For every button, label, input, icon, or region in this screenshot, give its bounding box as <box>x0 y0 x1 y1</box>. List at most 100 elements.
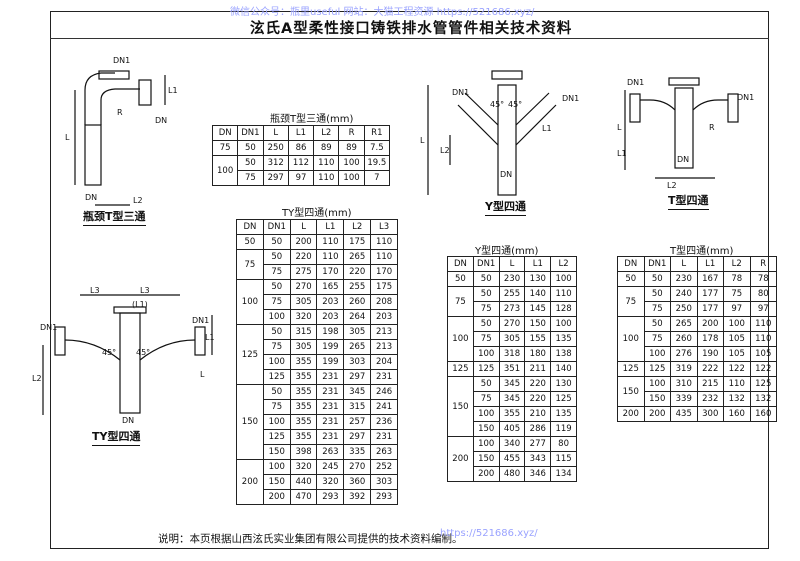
table-cell: 180 <box>524 346 552 362</box>
l1-label: L1 <box>205 333 215 342</box>
table-cell: 112 <box>287 155 315 171</box>
table-cell: 132 <box>723 391 751 407</box>
table-cell: 50 <box>262 324 291 340</box>
table-cell: 320 <box>316 474 345 490</box>
r-label: R <box>117 108 123 117</box>
dn-cell: 75 <box>617 286 645 317</box>
table-cell: 480 <box>498 466 526 482</box>
table-cell: 110 <box>370 234 398 250</box>
table-cell: 250 <box>262 140 289 156</box>
table-cell: 293 <box>316 489 345 505</box>
table-cell: 355 <box>289 369 318 385</box>
table-cell: 177 <box>696 301 724 317</box>
table-cell: 199 <box>316 354 345 370</box>
table-cell: 241 <box>370 399 398 415</box>
dn-cell: 125 <box>617 361 645 377</box>
neck-tee-caption: 瓶颈T型三通 <box>83 208 146 226</box>
table-cell: 303 <box>370 474 398 490</box>
dn-cell: 75 <box>211 140 239 156</box>
header-cell: DN1 <box>262 219 291 235</box>
header-cell: DN1 <box>472 256 500 272</box>
table-cell: 100 <box>550 271 577 287</box>
table-cell: 75 <box>262 399 291 415</box>
l2-label: L2 <box>440 146 450 155</box>
table-cell: 273 <box>498 301 526 317</box>
table-cell: 265 <box>670 316 698 332</box>
table-cell: 100 <box>643 376 671 392</box>
table-cell: 100 <box>550 316 577 332</box>
table-cell: 200 <box>643 406 671 422</box>
header-cell: DN1 <box>643 256 671 272</box>
header-cell: L <box>262 125 289 141</box>
table-cell: 125 <box>749 376 777 392</box>
table-cell: 260 <box>670 331 698 347</box>
header-cell: L2 <box>343 219 372 235</box>
table-cell: 204 <box>370 354 398 370</box>
table-cell: 200 <box>262 489 291 505</box>
table-cell: 89 <box>338 140 365 156</box>
table-cell: 100 <box>262 354 291 370</box>
table-cell: 78 <box>749 271 777 287</box>
table-cell: 232 <box>696 391 724 407</box>
table-cell: 160 <box>749 406 777 422</box>
table-cell: 339 <box>670 391 698 407</box>
table-cell: 75 <box>472 301 500 317</box>
table-cell: 50 <box>262 279 291 295</box>
dn-cell: 75 <box>236 249 264 280</box>
table-cell: 203 <box>370 309 398 325</box>
table-cell: 305 <box>289 339 318 355</box>
table-cell: 75 <box>472 331 500 347</box>
table-cell: 231 <box>316 369 345 385</box>
table-cell: 100 <box>338 155 365 171</box>
dn-cell: 200 <box>617 406 645 422</box>
table-cell: 303 <box>343 354 372 370</box>
dn-label: DN <box>155 116 167 125</box>
table-header-row: DN DN1 L L1 L2 R R1 <box>211 125 391 141</box>
table-cell: 75 <box>262 294 291 310</box>
watermark-top: 微信公众号：瓶里useful 网站：大猫工程资源 https://521686.… <box>230 7 535 18</box>
table-cell: 170 <box>316 264 345 280</box>
angle-left-label: 45° <box>102 348 116 357</box>
ty-cross-drawing: L3 L3 (L1) DN1 DN1 DN L L1 L2 45° 45° <box>32 286 215 425</box>
table-cell: 100 <box>472 436 500 452</box>
table-cell: 50 <box>472 271 500 287</box>
dn-label: DN <box>122 416 134 425</box>
table-cell: 230 <box>670 271 698 287</box>
table-cell: 177 <box>696 286 724 302</box>
table-cell: 203 <box>316 309 345 325</box>
table-cell: 236 <box>370 414 398 430</box>
table-cell: 50 <box>237 155 264 171</box>
l-label: L <box>420 136 425 145</box>
table-cell: 355 <box>289 354 318 370</box>
table-cell: 110 <box>723 376 751 392</box>
table-cell: 360 <box>343 474 372 490</box>
table-cell: 175 <box>370 279 398 295</box>
table-cell: 215 <box>696 376 724 392</box>
table-cell: 275 <box>289 264 318 280</box>
table-cell: 100 <box>643 346 671 362</box>
table-cell: 75 <box>472 391 500 407</box>
table-cell: 135 <box>550 331 577 347</box>
table-cell: 50 <box>237 140 264 156</box>
header-cell: L <box>289 219 318 235</box>
header-cell: DN <box>236 219 264 235</box>
table-cell: 50 <box>643 316 671 332</box>
table-cell: 210 <box>524 406 552 422</box>
dn-cell: 200 <box>236 459 264 505</box>
neck-tee-table-title: 瓶颈T型三通(mm) <box>270 114 354 125</box>
table-cell: 75 <box>262 339 291 355</box>
table-cell: 245 <box>316 459 345 475</box>
header-cell: L2 <box>313 125 340 141</box>
